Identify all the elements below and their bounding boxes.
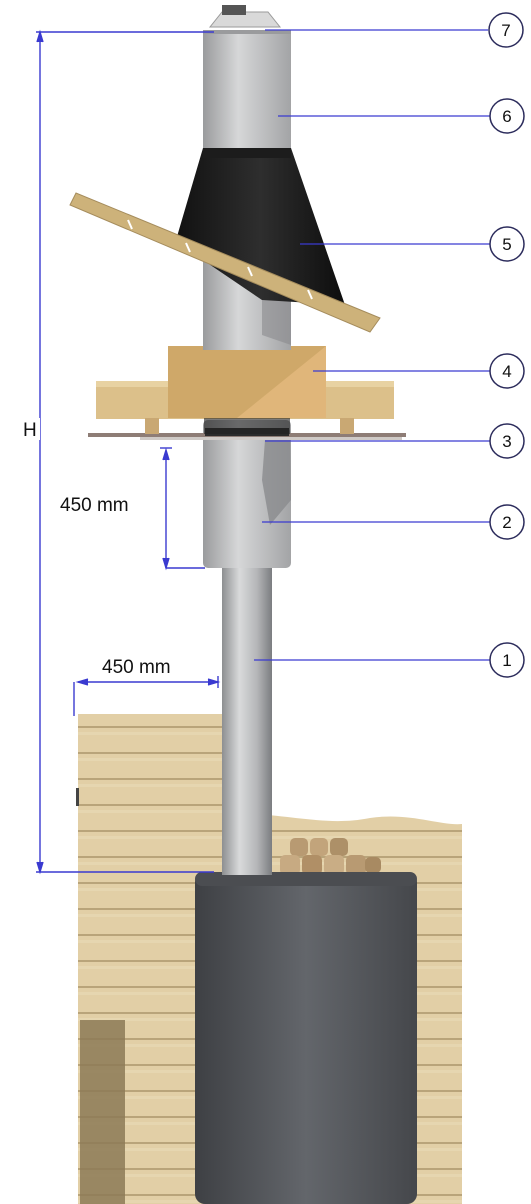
callout-number: 7 — [501, 21, 510, 40]
callout-2: 2 — [489, 504, 525, 540]
insulated-chimney-section — [203, 420, 291, 568]
callout-number: 6 — [502, 107, 511, 126]
callout-number: 1 — [502, 651, 511, 670]
callout-5: 5 — [489, 226, 525, 262]
callout-number: 3 — [502, 432, 511, 451]
callout-6: 6 — [489, 98, 525, 134]
callout-1: 1 — [489, 642, 525, 678]
callout-number: 5 — [502, 235, 511, 254]
ceiling-insulation-block — [168, 346, 326, 434]
roof-boards — [69, 192, 381, 333]
callout-7: 7 — [488, 12, 524, 48]
callout-3: 3 — [489, 423, 525, 459]
height-label-bg — [20, 418, 40, 440]
stove-clearance-label: 450 mm — [60, 495, 129, 516]
height-label: H — [23, 420, 37, 441]
callout-leaders — [254, 29, 490, 661]
callout-number: 4 — [502, 362, 511, 381]
height-dimension — [36, 29, 214, 875]
chimney-pipe — [222, 565, 272, 875]
rain-cap — [208, 5, 282, 28]
stove-clearance-dimension — [160, 447, 205, 571]
wall-clearance-label: 450 mm — [102, 657, 171, 678]
wall-clearance-dimension — [73, 676, 221, 716]
sauna-stove — [195, 872, 417, 1204]
callout-number: 2 — [502, 513, 511, 532]
sauna-stones — [280, 838, 381, 875]
callout-4: 4 — [489, 353, 525, 389]
